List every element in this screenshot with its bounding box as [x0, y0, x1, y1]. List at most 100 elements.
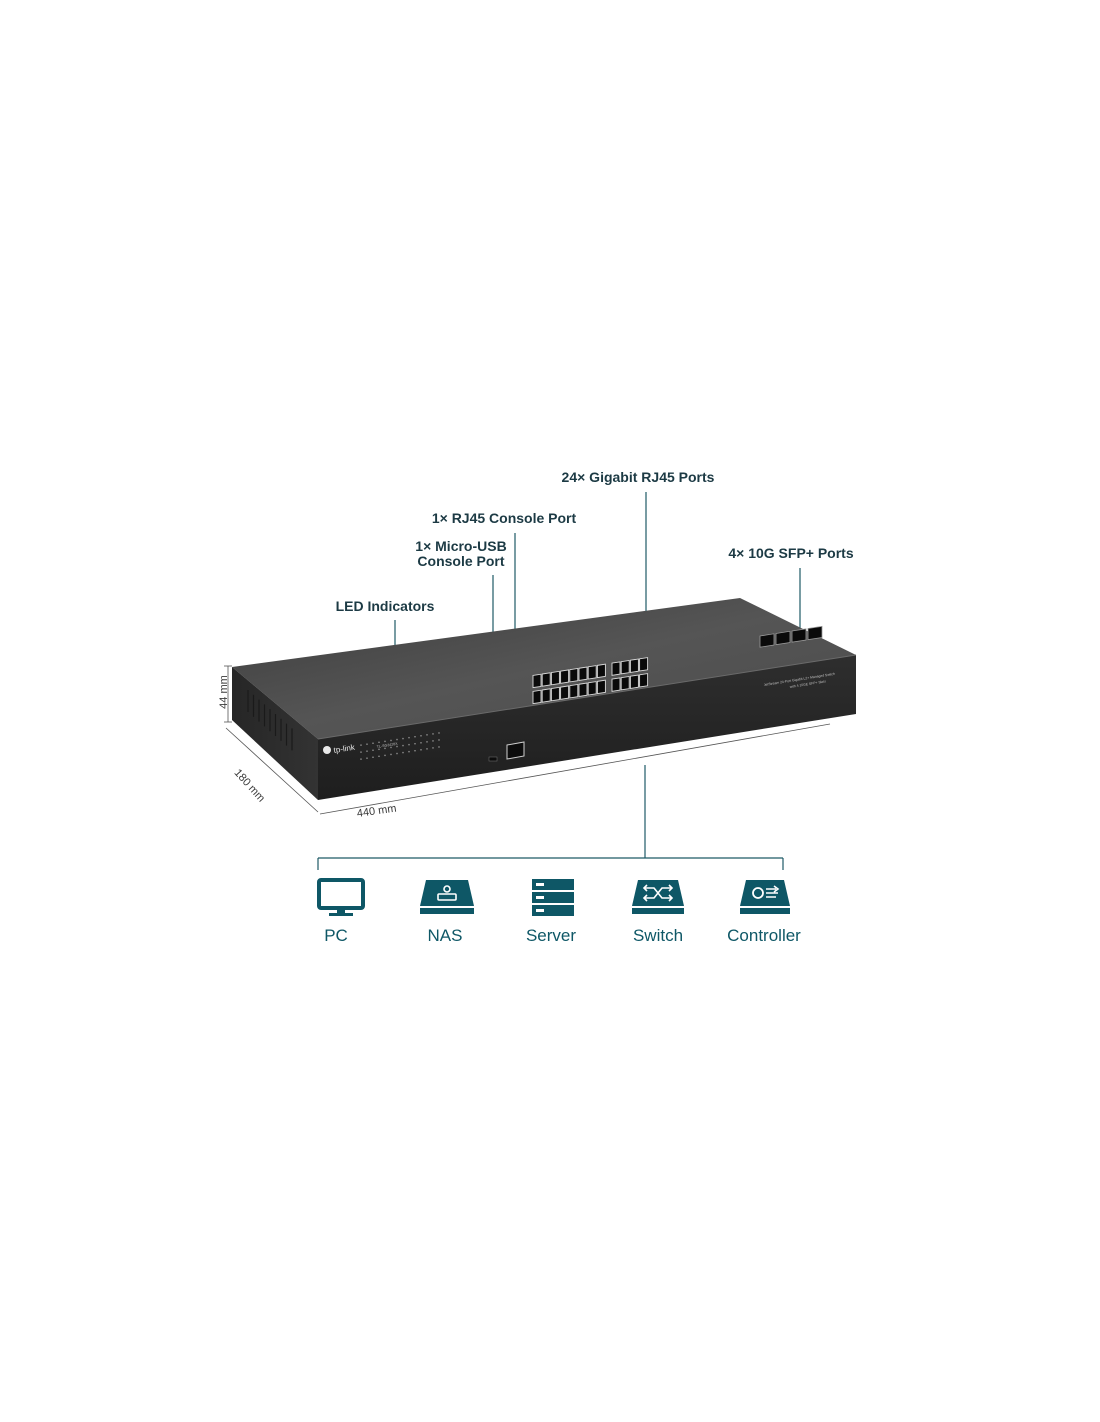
rj45-port — [639, 657, 649, 672]
micro-usb-label-line2: Console Port — [417, 553, 505, 569]
controller-icon — [740, 880, 790, 914]
led-indicators-label: LED Indicators — [335, 598, 435, 614]
led-indicator — [366, 750, 368, 752]
rj45-port — [578, 666, 588, 681]
tp-link-logo-icon — [323, 746, 331, 754]
led-indicator — [372, 756, 374, 758]
led-indicator — [408, 750, 410, 753]
rj45-console-port — [506, 741, 525, 760]
brand-logo: tp-link — [333, 743, 356, 755]
rj45-port — [611, 677, 621, 692]
led-indicator — [360, 758, 362, 760]
rj45-port — [620, 659, 630, 675]
rj45-port — [596, 663, 606, 679]
led-indicator — [426, 734, 428, 736]
led-indicator — [366, 757, 368, 759]
led-indicator — [384, 754, 386, 757]
rj45-port — [587, 665, 597, 680]
rj45-port — [578, 682, 588, 697]
rj45-console-label: 1× RJ45 Console Port — [431, 510, 577, 526]
led-indicator — [414, 750, 416, 752]
led-indicator — [390, 746, 392, 749]
rj45-port — [532, 673, 542, 689]
led-indicator — [360, 751, 362, 753]
rj45-port — [560, 685, 570, 700]
rj45-port-array — [532, 657, 649, 705]
led-indicator — [408, 743, 410, 746]
switch-icon — [632, 880, 684, 914]
led-indicator — [414, 736, 416, 738]
device-label-nas: NAS — [427, 926, 463, 945]
led-indicator — [426, 748, 428, 750]
led-indicator — [384, 740, 386, 743]
rj45-port — [569, 667, 579, 683]
chassis-top — [232, 598, 856, 739]
led-indicator — [426, 741, 428, 743]
rj45-port — [541, 672, 551, 687]
led-indicator — [408, 736, 410, 739]
led-indicator — [396, 752, 398, 755]
rj45-port — [569, 683, 579, 699]
device-label-switch: Switch — [632, 926, 684, 945]
led-indicator-array — [360, 732, 440, 760]
led-indicator — [378, 748, 380, 751]
sfp-port — [791, 628, 807, 643]
led-indicator — [432, 740, 434, 742]
led-indicator — [372, 749, 374, 751]
led-indicator — [438, 739, 440, 741]
sfp-port — [759, 633, 775, 648]
led-indicator — [402, 744, 404, 747]
led-indicator — [438, 732, 440, 734]
led-indicator — [390, 739, 392, 742]
led-indicator — [432, 733, 434, 735]
nas-icon — [420, 880, 474, 914]
server-icon — [532, 879, 574, 916]
led-indicator — [432, 747, 434, 749]
product-description-line2: with 4 10GE SFP+ Slots — [790, 679, 827, 689]
dimension-lines — [224, 665, 831, 815]
led-indicator — [366, 743, 368, 745]
led-indicator — [420, 749, 422, 751]
led-indicator — [378, 755, 380, 758]
rj45-port — [587, 681, 597, 696]
rj45-port — [629, 658, 639, 673]
model-label: TL-SG3428X — [377, 742, 399, 749]
rj45-port — [620, 675, 630, 691]
device-label-pc: PC — [324, 926, 348, 945]
led-indicator — [378, 741, 380, 744]
rj45-port — [639, 673, 649, 688]
rj45-port — [541, 688, 551, 703]
micro-usb-label: 1× Micro-USB Console Port — [415, 539, 506, 569]
led-indicator — [390, 753, 392, 756]
monitor-icon — [317, 878, 365, 916]
sfp-port — [775, 630, 791, 646]
led-indicator — [384, 747, 386, 750]
sfp-port — [807, 625, 823, 641]
gigabit-ports-label: 24× Gigabit RJ45 Ports — [561, 469, 715, 485]
rj45-port — [611, 661, 621, 676]
led-indicator — [420, 742, 422, 744]
rj45-port — [560, 669, 570, 684]
side-vents — [247, 690, 293, 751]
led-indicator — [396, 745, 398, 748]
rj45-port — [550, 686, 560, 702]
sfp-ports-label: 4× 10G SFP+ Ports — [728, 545, 854, 561]
led-indicator — [402, 737, 404, 740]
led-indicator — [438, 746, 440, 748]
led-indicator — [372, 742, 374, 744]
switch-illustration: tp-link TL-SG3428X JetStream 24-Port Gig… — [224, 492, 857, 870]
led-indicator — [414, 743, 416, 745]
micro-usb-console-port — [488, 756, 498, 762]
led-indicator — [396, 738, 398, 741]
rj45-port — [550, 670, 560, 686]
micro-usb-label-line1: 1× Micro-USB — [415, 538, 507, 554]
device-label-controller: Controller — [727, 926, 801, 945]
led-indicator — [402, 751, 404, 754]
rj45-port — [629, 674, 639, 689]
led-indicator — [420, 735, 422, 737]
chassis-front — [318, 655, 856, 800]
rj45-port — [532, 689, 542, 705]
led-indicator — [360, 744, 362, 746]
sfp-port-array — [759, 625, 823, 648]
